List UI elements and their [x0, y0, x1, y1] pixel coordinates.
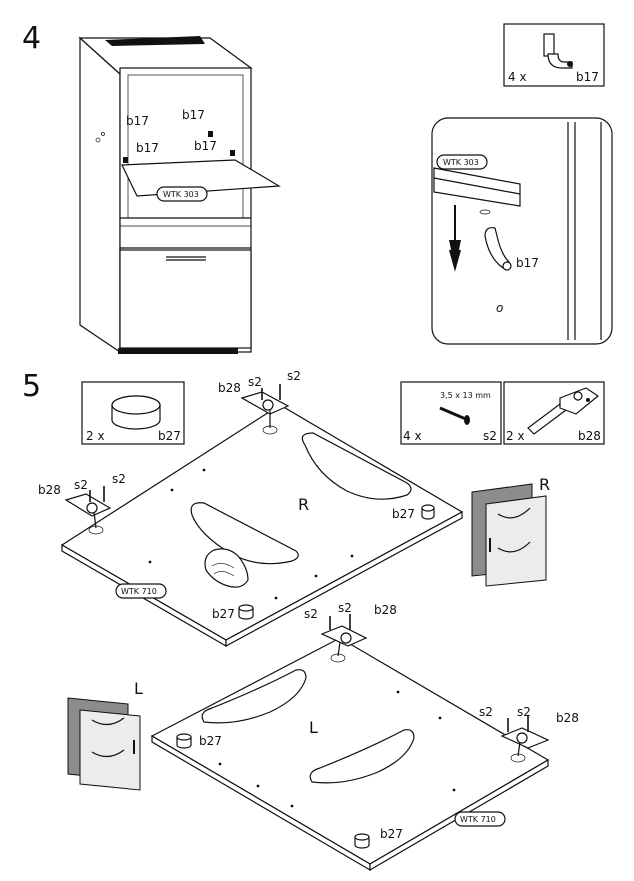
tag-wtk303-detail-text: WTK 303	[443, 158, 479, 167]
label-s2-r-top-2: s2	[287, 369, 301, 383]
door-panel-r	[60, 404, 464, 648]
label-b28-r-top: b28	[218, 381, 241, 395]
door-panel-l	[150, 637, 550, 872]
label-b17-2: b17	[182, 108, 205, 122]
label-s2-l-top-1: s2	[304, 607, 318, 621]
label-preview-r: R	[539, 475, 550, 494]
label-s2-l-right-1: s2	[479, 705, 493, 719]
qty-s2: 4 x	[403, 429, 422, 443]
label-b28-box: b28	[578, 429, 601, 443]
hinge-l-right	[500, 716, 550, 763]
hand-illustration	[204, 548, 249, 588]
label-door-r: R	[298, 495, 309, 514]
label-s2-l-top-2: s2	[338, 601, 352, 615]
label-b27-l-1: b27	[199, 734, 222, 748]
tag-wtk710-l-text: WTK 710	[460, 815, 496, 824]
step-4-number: 4	[22, 21, 41, 56]
foot-pad-l-1	[176, 733, 192, 749]
label-hole-mark: o	[496, 301, 503, 315]
tag-wtk303	[156, 186, 208, 202]
step-5-number: 5	[22, 369, 41, 404]
label-b28-l-top: b28	[374, 603, 397, 617]
qty-b27: 2 x	[86, 429, 105, 443]
qty-b17: 4 x	[508, 70, 527, 84]
hinge-r-left	[64, 486, 112, 535]
door-preview-l	[67, 697, 141, 791]
label-s2-box: s2	[483, 429, 497, 443]
part-box-b27	[81, 381, 185, 445]
label-b17-detail: b17	[516, 256, 539, 270]
label-s2-r-left-2: s2	[112, 472, 126, 486]
foot-pad-r-1	[421, 504, 435, 520]
tag-wtk303-detail	[436, 154, 488, 170]
label-b27-r-1: b27	[392, 507, 415, 521]
shelf-support-left	[123, 157, 128, 163]
tag-wtk710-r-text: WTK 710	[121, 587, 157, 596]
hinge-l-top	[320, 614, 368, 663]
label-b17-3: b17	[136, 141, 159, 155]
label-s2-r-top-1: s2	[248, 375, 262, 389]
label-preview-l: L	[134, 679, 143, 698]
hinge-r-top	[240, 384, 290, 435]
label-b28-r-left: b28	[38, 483, 61, 497]
label-s2-r-left-1: s2	[74, 478, 88, 492]
part-box-s2	[400, 381, 502, 445]
label-b17-box: b17	[576, 70, 599, 84]
label-b17-1: b17	[126, 114, 149, 128]
label-s2-l-right-2: s2	[517, 705, 531, 719]
detail-view-frame	[431, 117, 613, 345]
label-b17-4: b17	[194, 139, 217, 153]
label-door-l: L	[309, 718, 318, 737]
cabinet-illustration	[78, 36, 253, 354]
part-box-b17	[503, 23, 605, 87]
screw-icon	[439, 406, 470, 425]
screw-size-label: 3,5 x 13 mm	[440, 391, 491, 400]
tag-wtk710-l	[454, 811, 506, 827]
tag-wtk303-text: WTK 303	[163, 190, 199, 199]
foot-pad-l-2	[354, 833, 370, 849]
label-b27-box: b27	[158, 429, 181, 443]
foot-pad-icon	[111, 395, 161, 430]
label-b27-l-2: b27	[380, 827, 403, 841]
door-preview-r	[471, 483, 547, 587]
label-b27-r-2: b27	[212, 607, 235, 621]
shelf-support-icon	[543, 33, 573, 69]
qty-b28: 2 x	[506, 429, 525, 443]
detail-view-illustration	[433, 122, 602, 340]
hinge-icon	[527, 387, 600, 435]
shelf-support-rear	[230, 150, 235, 156]
part-box-b28	[503, 381, 605, 445]
tag-wtk710-r	[115, 583, 167, 599]
label-b28-l-right: b28	[556, 711, 579, 725]
shelf-support-right	[208, 131, 213, 137]
foot-pad-r-2	[238, 604, 254, 620]
